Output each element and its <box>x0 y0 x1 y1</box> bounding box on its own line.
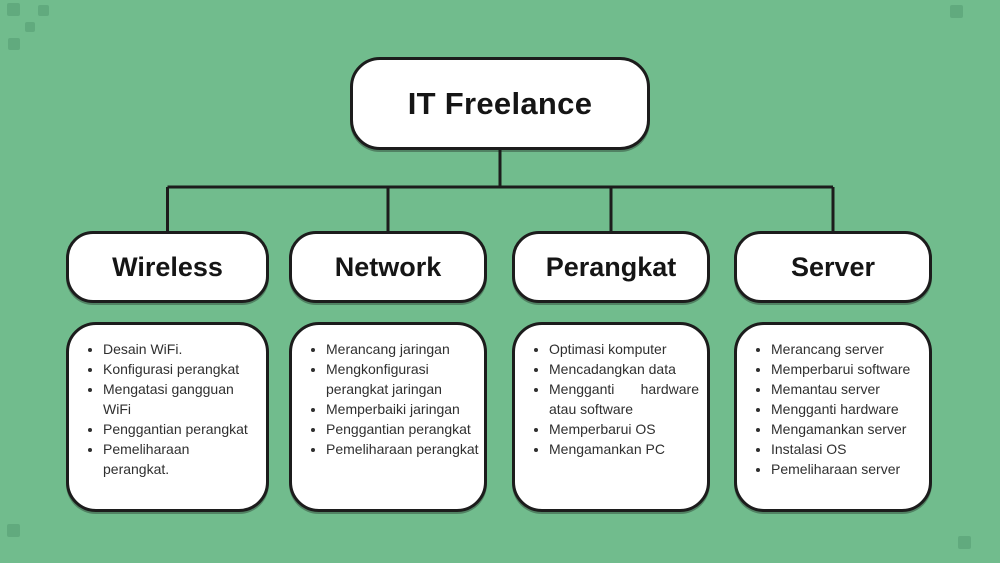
branch-node-wireless: Wireless <box>66 231 269 303</box>
tree-connector-path <box>166 150 835 231</box>
branch-label: Perangkat <box>545 251 677 282</box>
list-item: Mengganti hardware <box>771 399 923 419</box>
corner-deco-square <box>958 536 971 549</box>
list-item: Desain WiFi. <box>103 339 254 359</box>
list-item: Merancang jaringan <box>326 339 484 359</box>
detail-card-network: Merancang jaringanMengkonfigurasi perang… <box>289 322 487 512</box>
corner-deco-square <box>25 22 35 32</box>
list-item: Memantau server <box>771 379 923 399</box>
list-item: Mengatasi gangguan WiFi <box>103 379 254 419</box>
bullet-list-perangkat: Optimasi komputerMencadangkan dataMengga… <box>529 339 699 459</box>
list-item: Instalasi OS <box>771 439 923 459</box>
branch-label: Server <box>790 251 876 282</box>
list-item: Penggantian perangkat <box>326 419 484 439</box>
list-item: Mengganti hardware atau software <box>549 379 699 419</box>
root-node-it-freelance: IT Freelance <box>350 57 650 150</box>
list-item: Memperbarui software <box>771 359 923 379</box>
corner-deco-square <box>7 524 20 537</box>
branch-node-server: Server <box>734 231 932 303</box>
branch-label: Wireless <box>112 251 223 282</box>
list-item: Merancang server <box>771 339 923 359</box>
bullet-list-wireless: Desain WiFi.Konfigurasi perangkatMengata… <box>83 339 254 479</box>
root-node-label: IT Freelance <box>407 85 593 121</box>
corner-deco-square <box>7 3 20 16</box>
list-item: Mengamankan PC <box>549 439 699 459</box>
list-item: Mencadangkan data <box>549 359 699 379</box>
corner-deco-square <box>950 5 963 18</box>
bullet-list-network: Merancang jaringanMengkonfigurasi perang… <box>306 339 484 459</box>
list-item: Optimasi komputer <box>549 339 699 359</box>
list-item: Memperbarui OS <box>549 419 699 439</box>
detail-card-wireless: Desain WiFi.Konfigurasi perangkatMengata… <box>66 322 269 512</box>
corner-deco-square <box>8 38 20 50</box>
list-item: Pemeliharaan perangkat. <box>103 439 254 479</box>
list-item: Penggantian perangkat <box>103 419 254 439</box>
bullet-list-server: Merancang serverMemperbarui softwareMema… <box>751 339 923 479</box>
list-item: Memperbaiki jaringan <box>326 399 484 419</box>
list-item: Mengkonfigurasi perangkat jaringan <box>326 359 484 399</box>
list-item: Pemeliharaan server <box>771 459 923 479</box>
detail-card-perangkat: Optimasi komputerMencadangkan dataMengga… <box>512 322 710 512</box>
list-item: Pemeliharaan perangkat <box>326 439 484 459</box>
list-item: Mengamankan server <box>771 419 923 439</box>
corner-deco-square <box>38 5 49 16</box>
list-item: Konfigurasi perangkat <box>103 359 254 379</box>
branch-node-network: Network <box>289 231 487 303</box>
branch-node-perangkat: Perangkat <box>512 231 710 303</box>
detail-card-server: Merancang serverMemperbarui softwareMema… <box>734 322 932 512</box>
branch-label: Network <box>334 251 442 282</box>
